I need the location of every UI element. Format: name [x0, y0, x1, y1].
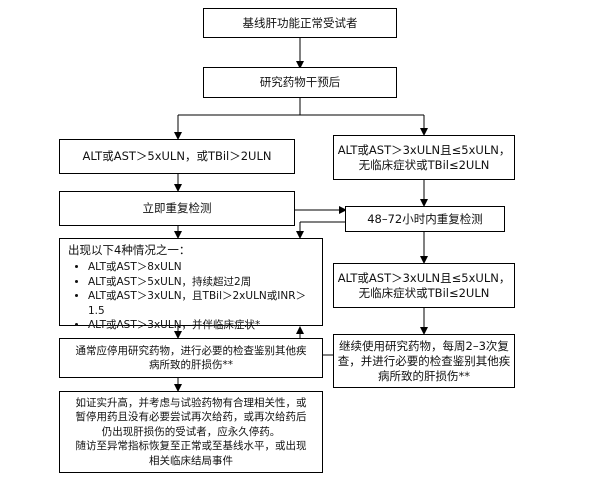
continue-drug-node: 继续使用研究药物，每周2–3次复 查，并进行必要的检查鉴别其他疾 病所致的肝损伤…	[333, 334, 515, 388]
condition-item: ALT或AST＞8xULN	[88, 260, 314, 275]
stop-drug-line-1: 通常应停用研究药物，进行必要的检查鉴别其他疾	[75, 345, 307, 357]
final-line-5: 相关临床结局事件	[149, 454, 233, 467]
condition-item: ALT或AST＞3xULN，并伴临床症状*	[88, 318, 314, 333]
stop-drug-node: 通常应停用研究药物，进行必要的检查鉴别其他疾 病所致的肝损伤**	[59, 338, 323, 378]
intervention-node: 研究药物干预后	[203, 67, 397, 98]
right-branch-line-1: ALT或AST＞3xULN且≤5xULN，	[337, 142, 511, 157]
continue-drug-line-1: 继续使用研究药物，每周2–3次复	[339, 338, 509, 353]
final-line-2: 暂停用药且没有必要尝试再次给药，或再次给药后	[75, 411, 307, 424]
left-branch-label: ALT或AST＞5xULN，或TBil＞2ULN	[82, 149, 272, 163]
baseline-label: 基线肝功能正常受试者	[242, 15, 358, 30]
conditions-title: 出现以下4种情况之一：	[68, 243, 191, 257]
stop-drug-line-2: 病所致的肝损伤**	[149, 359, 233, 371]
left-branch-node: ALT或AST＞5xULN，或TBil＞2ULN	[59, 139, 295, 174]
conditions-list: ALT或AST＞8xULN ALT或AST＞5xULN，持续超过2周 ALT或A…	[68, 260, 314, 333]
right-result-line-2: 无临床症状或TBil≤2ULN	[358, 285, 490, 300]
baseline-node: 基线肝功能正常受试者	[203, 8, 397, 38]
recheck-now-node: 立即重复检测	[59, 191, 295, 226]
final-line-1: 如证实升高，并考虑与试验药物有合理相关性，或	[75, 396, 307, 409]
right-result-node: ALT或AST＞3xULN且≤5xULN， 无临床症状或TBil≤2ULN	[333, 263, 515, 308]
continue-drug-line-2: 查，并进行必要的检查鉴别其他疾	[337, 353, 511, 368]
final-line-3: 仍出现肝损伤的受试者，应永久停药。	[101, 425, 281, 438]
right-result-line-1: ALT或AST＞3xULN且≤5xULN，	[337, 270, 511, 285]
recheck-4872-label: 48–72小时内重复检测	[367, 211, 483, 226]
final-node: 如证实升高，并考虑与试验药物有合理相关性，或 暂停用药且没有必要尝试再次给药，或…	[59, 391, 323, 473]
condition-item: ALT或AST＞3xULN，且TBil＞2xULN或INR＞1.5	[88, 289, 314, 318]
conditions-node: 出现以下4种情况之一： ALT或AST＞8xULN ALT或AST＞5xULN，…	[59, 238, 323, 331]
right-branch-node: ALT或AST＞3xULN且≤5xULN， 无临床症状或TBil≤2ULN	[333, 135, 515, 180]
condition-item: ALT或AST＞5xULN，持续超过2周	[88, 275, 314, 290]
intervention-label: 研究药物干预后	[259, 75, 341, 89]
recheck-4872-node: 48–72小时内重复检测	[345, 206, 505, 232]
continue-drug-line-3: 病所致的肝损伤**	[378, 368, 470, 383]
recheck-now-label: 立即重复检测	[142, 201, 212, 215]
final-line-4: 随访至异常指标恢复至正常或至基线水平，或出现	[75, 440, 307, 453]
right-branch-line-2: 无临床症状或TBil≤2ULN	[358, 157, 490, 172]
